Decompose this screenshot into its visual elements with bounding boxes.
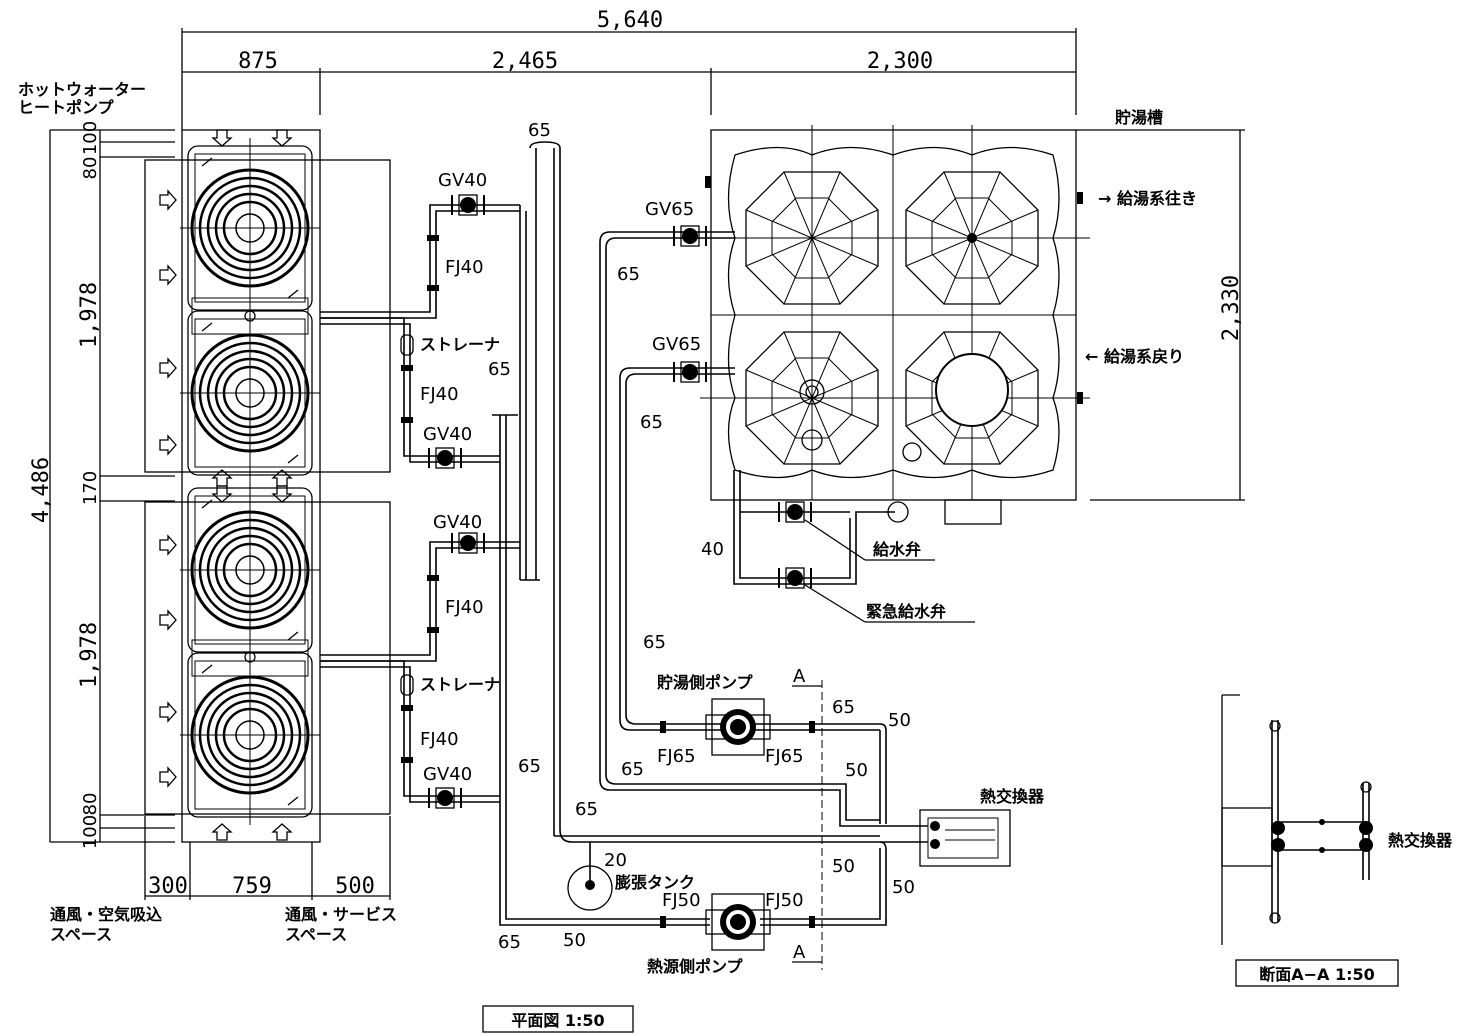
section-a-a: 熱交換器 bbox=[1221, 694, 1453, 945]
pipe-size-65-tank-b: 65 bbox=[640, 412, 663, 433]
pipe-size-65-riser: 65 bbox=[518, 756, 541, 777]
dim-unit-2: 1,978 bbox=[77, 622, 102, 688]
section-title: 断面A−A 1:50 bbox=[1259, 965, 1375, 984]
main-risers: 65 65 65 65 65 50 bbox=[488, 120, 880, 953]
storage-pump-label: 貯湯側ポンプ bbox=[657, 673, 754, 692]
section-mark-a-bottom: A bbox=[793, 942, 806, 963]
emergency-valve-label: 緊急給水弁 bbox=[866, 602, 946, 621]
pipe-size-50-a: 50 bbox=[563, 930, 586, 951]
pipe-size-65-pump-left: 65 bbox=[621, 759, 644, 780]
pipe-size-65-bottom: 65 bbox=[498, 932, 521, 953]
intake-space-label-1: 通風・空気吸込 bbox=[50, 905, 162, 924]
pipe-size-50-d: 50 bbox=[832, 856, 855, 877]
dim-total-width: 5,640 bbox=[597, 8, 663, 33]
heat-exchanger-label: 熱交換器 bbox=[980, 787, 1045, 806]
label-gv40-a: GV40 bbox=[438, 170, 487, 191]
heat-pump-units: ホットウォーター ヒートポンプ bbox=[18, 80, 391, 843]
dim-top-100: 100 bbox=[80, 121, 101, 155]
label-fj40-b: FJ40 bbox=[420, 384, 459, 405]
label-fj40-a: FJ40 bbox=[445, 257, 484, 278]
water-supply: 給水弁 緊急給水弁 40 bbox=[701, 470, 975, 623]
heat-pump-piping: GV40 FJ40 FJ40 GV40 GV40 FJ40 FJ40 GV40 … bbox=[320, 170, 520, 809]
dim-bottom-500: 500 bbox=[335, 874, 375, 899]
pipe-size-50-c: 50 bbox=[845, 760, 868, 781]
heat-exchanger: 熱交換器 bbox=[880, 787, 1045, 867]
pipe-size-50-e: 50 bbox=[892, 877, 915, 898]
expansion-tank-label: 膨張タンク bbox=[615, 873, 695, 892]
pipe-size-50-b: 50 bbox=[888, 710, 911, 731]
source-pump-label: 熱源側ポンプ bbox=[647, 957, 744, 976]
plan-title: 平面図 1:50 bbox=[511, 1011, 604, 1030]
label-fj40-c: FJ40 bbox=[445, 597, 484, 618]
section-heat-exchanger-label: 熱交換器 bbox=[1388, 831, 1453, 850]
storage-tank: 貯湯槽 2,330 → 給湯系往き ← 給湯系戻り bbox=[700, 108, 1245, 525]
label-gv65-a: GV65 bbox=[645, 199, 694, 220]
bottom-dimensions: 300 759 500 通風・空気吸込 スペース 通風・サービス スペース bbox=[50, 816, 397, 944]
label-gv40-b: GV40 bbox=[423, 424, 472, 445]
dim-seg-1: 875 bbox=[238, 49, 278, 74]
tank-piping: GV65 GV65 65 65 65 65 65 50 50 50 50 bbox=[599, 199, 915, 926]
label-gv40-c: GV40 bbox=[433, 512, 482, 533]
water-valve-label: 給水弁 bbox=[873, 540, 921, 559]
dim-top-80: 80 bbox=[80, 157, 101, 180]
strainer-label-2: ストレーナ bbox=[420, 675, 500, 694]
left-dimensions: 4,486 1,978 1,978 170 100 80 80 100 bbox=[29, 121, 175, 849]
pipe-size-65-tank-a: 65 bbox=[617, 264, 640, 285]
pipe-size-65-lower: 65 bbox=[575, 799, 598, 820]
dim-gap: 170 bbox=[80, 471, 101, 505]
pipe-size-65-down: 65 bbox=[643, 632, 666, 653]
top-dimensions: 5,640 875 2,465 2,300 bbox=[181, 8, 1077, 115]
expansion-tank-size: 20 bbox=[604, 850, 627, 871]
drawing-titles: 平面図 1:50 断面A−A 1:50 bbox=[482, 959, 1399, 1033]
service-space-label-1: 通風・サービス bbox=[285, 905, 397, 924]
section-mark-a-top: A bbox=[793, 666, 806, 687]
strainer-label-1: ストレーナ bbox=[420, 335, 500, 354]
label-fj50-b: FJ50 bbox=[765, 890, 804, 911]
label-fj40-d: FJ40 bbox=[420, 729, 459, 750]
label-gv65-b: GV65 bbox=[652, 334, 701, 355]
dim-seg-2: 2,465 bbox=[492, 49, 558, 74]
pipe-size-40: 40 bbox=[701, 539, 724, 560]
supply-return-label: ← 給湯系戻り bbox=[1085, 347, 1184, 366]
dim-tank-depth: 2,330 bbox=[1219, 275, 1244, 341]
dim-seg-3: 2,300 bbox=[867, 49, 933, 74]
supply-out-label: → 給湯系往き bbox=[1098, 189, 1197, 208]
dim-bottom-300: 300 bbox=[148, 874, 188, 899]
dim-bottom-759: 759 bbox=[232, 874, 272, 899]
dim-bot-100: 100 bbox=[80, 815, 101, 849]
pumps: 貯湯側ポンプ 熱源側ポンプ FJ65 FJ65 FJ50 FJ50 A A bbox=[647, 666, 823, 976]
heat-pump-label-1: ホットウォーター bbox=[18, 80, 146, 99]
storage-tank-label: 貯湯槽 bbox=[1115, 108, 1163, 127]
dim-bot-80: 80 bbox=[80, 793, 101, 816]
dim-height-total: 4,486 bbox=[29, 457, 54, 523]
heat-pump-label-2: ヒートポンプ bbox=[18, 98, 115, 117]
service-space-label-2: スペース bbox=[285, 925, 347, 944]
label-fj50-a: FJ50 bbox=[662, 890, 701, 911]
pipe-size-65-mid: 65 bbox=[488, 359, 511, 380]
pipe-size-65-top: 65 bbox=[528, 120, 551, 141]
pipe-size-65-pump-right: 65 bbox=[832, 697, 855, 718]
label-fj65-a: FJ65 bbox=[657, 746, 696, 767]
label-gv40-d: GV40 bbox=[423, 764, 472, 785]
intake-space-label-2: スペース bbox=[50, 925, 112, 944]
dim-unit-1: 1,978 bbox=[77, 282, 102, 348]
label-fj65-b: FJ65 bbox=[765, 746, 804, 767]
expansion-tank: 20 膨張タンク bbox=[567, 842, 695, 911]
